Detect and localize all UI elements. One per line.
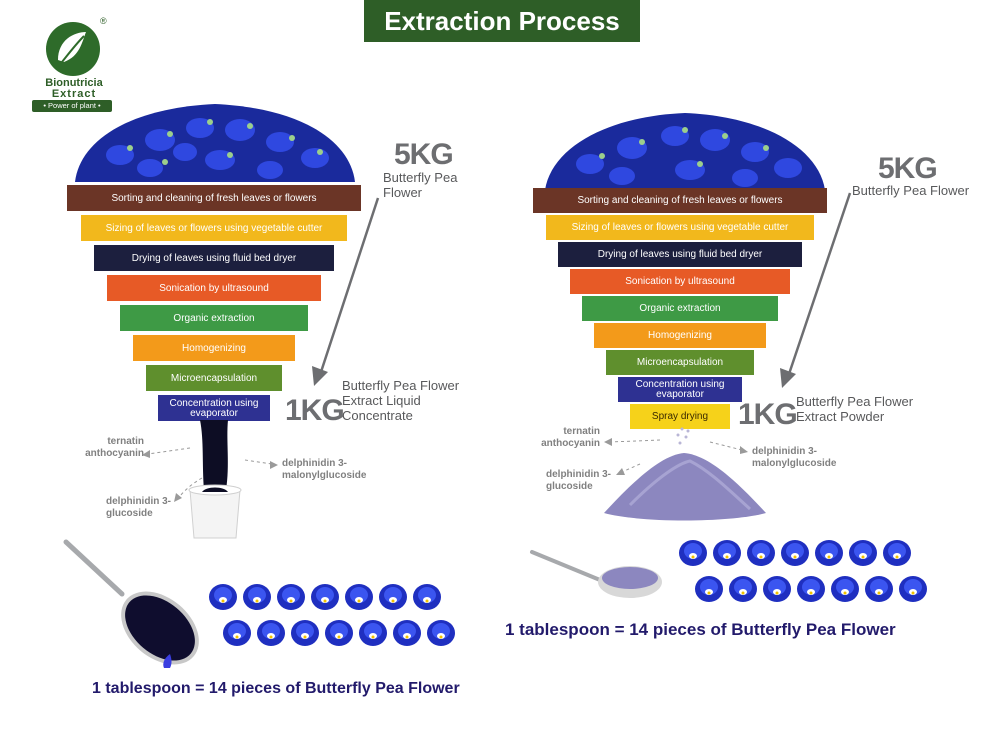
butterfly-pea-flower-icon [679,540,707,566]
left-step-1: Sorting and cleaning of fresh leaves or … [67,185,361,211]
left-compound-ternatin: ternatin anthocyanin [85,436,144,459]
right-funnel: Sorting and cleaning of fresh leaves or … [533,188,827,429]
left-funnel: Sorting and cleaning of fresh leaves or … [67,185,361,421]
butterfly-pea-flower-icon [763,576,791,602]
butterfly-pea-flower-icon [831,576,859,602]
flower-row [220,618,456,648]
right-flower-grid [676,538,936,610]
left-compound-delphinidin-malonyl: delphinidin 3-malonylglucoside [282,458,367,481]
flower-pile-image [75,104,355,182]
powder-pile-image [604,427,766,521]
left-flower-grid [206,582,456,654]
right-step-5: Organic extraction [582,296,778,321]
liquid-stream-image [188,420,242,539]
right-step-4: Sonication by ultrasound [570,269,790,294]
butterfly-pea-flower-icon [345,584,373,610]
brand-name: Bionutricia Extract [34,78,114,100]
left-step-2: Sizing of leaves or flowers using vegeta… [81,215,347,241]
left-step-3: Drying of leaves using fluid bed dryer [94,245,334,271]
butterfly-pea-flower-icon [277,584,305,610]
butterfly-pea-flower-icon [797,576,825,602]
left-step-7: Microencapsulation [146,365,282,391]
brand-name-line1: Bionutricia [45,77,103,89]
butterfly-pea-flower-icon [223,620,251,646]
butterfly-pea-flower-icon [243,584,271,610]
right-step-9: Spray drying [630,404,730,429]
right-output-amount: 1KG [738,398,798,431]
right-step-1: Sorting and cleaning of fresh leaves or … [533,188,827,213]
leaf-logo-icon [46,22,100,76]
flower-row [692,574,936,604]
butterfly-pea-flower-icon [695,576,723,602]
butterfly-pea-flower-icon [393,620,421,646]
right-compound-ternatin: ternatin anthocyanin [541,426,600,449]
butterfly-pea-flower-icon [359,620,387,646]
butterfly-pea-flower-icon [781,540,809,566]
butterfly-pea-flower-icon [311,584,339,610]
butterfly-pea-flower-icon [729,576,757,602]
right-step-2: Sizing of leaves or flowers using vegeta… [546,215,814,240]
butterfly-pea-flower-icon [257,620,285,646]
page-title: Extraction Process [364,0,640,42]
left-input-label: Butterfly Pea Flower [383,170,458,200]
butterfly-pea-flower-icon [291,620,319,646]
butterfly-pea-flower-icon [883,540,911,566]
right-compound-arrows [604,438,748,475]
butterfly-pea-flower-icon [815,540,843,566]
right-step-8: Concentration using evaporator [618,377,742,402]
left-compound-arrows [142,447,278,502]
right-input-amount: 5KG [878,152,938,185]
flower-row [206,582,456,612]
butterfly-pea-flower-icon [379,584,407,610]
brand-name-line2: Extract [51,88,97,100]
right-step-3: Drying of leaves using fluid bed dryer [558,242,802,267]
butterfly-pea-flower-icon [899,576,927,602]
right-step-6: Homogenizing [594,323,766,348]
right-arrow-icon [780,192,852,388]
left-step-8: Concentration using evaporator [158,395,270,421]
left-caption: 1 tablespoon = 14 pieces of Butterfly Pe… [92,680,460,697]
left-step-6: Homogenizing [133,335,295,361]
left-output-label: Butterfly Pea Flower Extract Liquid Conc… [342,378,460,423]
flower-row [676,538,936,568]
right-input-label: Butterfly Pea Flower [852,183,970,198]
right-compound-delphinidin-malonyl: delphinidin 3-malonylglucoside [752,446,837,469]
left-input-amount: 5KG [394,138,454,171]
right-caption: 1 tablespoon = 14 pieces of Butterfly Pe… [505,620,896,639]
left-output-amount: 1KG [285,394,345,427]
butterfly-pea-flower-icon [325,620,353,646]
right-step-7: Microencapsulation [606,350,754,375]
powder-spoon-image [530,550,662,598]
right-output-label: Butterfly Pea Flower Extract Powder [796,394,914,424]
brand-tagline: • Power of plant • [32,100,112,112]
butterfly-pea-flower-icon [713,540,741,566]
butterfly-pea-flower-icon [413,584,441,610]
left-arrow-icon [312,197,380,386]
liquid-spoon-image [63,539,199,668]
butterfly-pea-flower-icon [865,576,893,602]
butterfly-pea-flower-icon [747,540,775,566]
left-step-5: Organic extraction [120,305,308,331]
butterfly-pea-flower-icon [209,584,237,610]
butterfly-pea-flower-icon [849,540,877,566]
butterfly-pea-flower-icon [427,620,455,646]
right-compound-delphinidin-glucoside: delphinidin 3-glucoside [546,469,611,492]
left-step-4: Sonication by ultrasound [107,275,321,301]
flower-pile-image-right [545,113,825,190]
left-compound-delphinidin-glucoside: delphinidin 3-glucoside [106,496,171,519]
registered-mark: ® [100,16,107,26]
